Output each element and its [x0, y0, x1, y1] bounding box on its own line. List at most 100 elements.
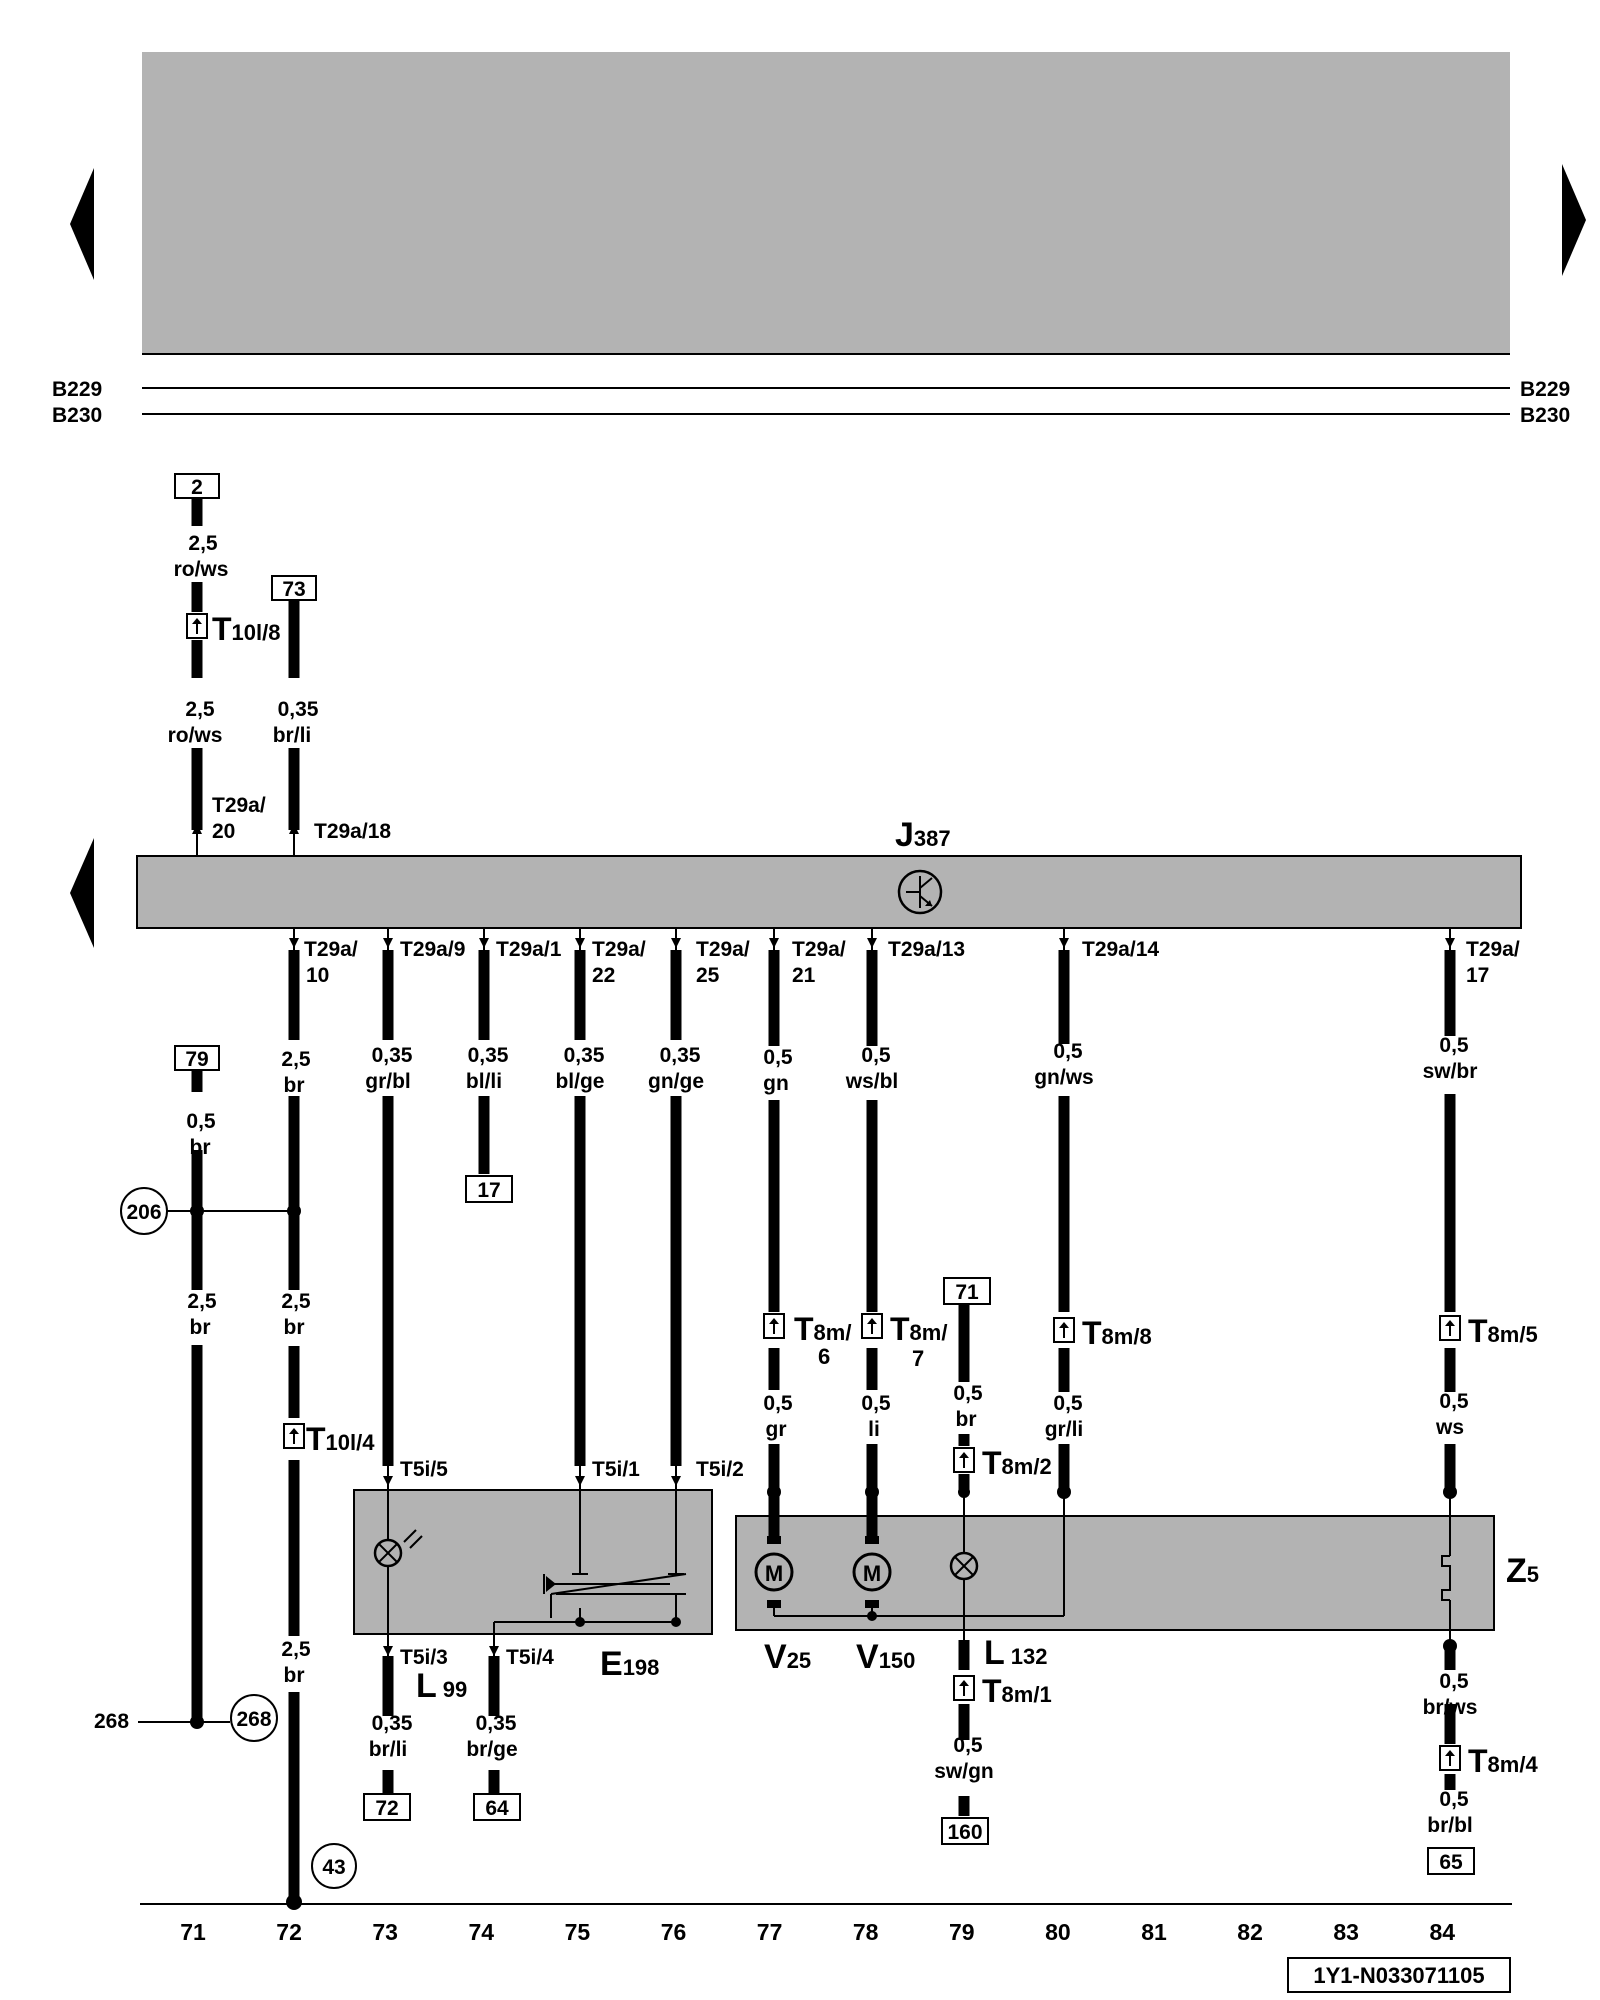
v150-label: V150 — [856, 1638, 915, 1676]
continuation-panel — [142, 52, 1510, 354]
wire-79a-color: br — [956, 1408, 977, 1431]
ground-point-43[interactable]: 43 — [322, 1856, 345, 1879]
connector-t8m7-label: T8m/ — [890, 1311, 947, 1347]
wire-71d-size: 2,5 — [187, 1290, 217, 1313]
wire-80b-color: gr/li — [1045, 1418, 1084, 1441]
wires — [128, 498, 1456, 1902]
wire-78a-color: ws/bl — [845, 1070, 899, 1093]
pin-t5i4-label: T5i/4 — [506, 1646, 554, 1669]
ref-box-73[interactable]: 73 — [282, 578, 305, 601]
connector-t10l8-label: T10l/8 — [212, 611, 280, 647]
connector-t8m8-icon — [1053, 1317, 1075, 1343]
wire-72c-color: br — [284, 1316, 305, 1339]
v25-motor-icon: M — [754, 1492, 794, 1608]
pin-t5i3-label: T5i/3 — [400, 1646, 448, 1669]
ref-box-64[interactable]: 64 — [485, 1797, 509, 1820]
e198-label: E198 — [600, 1645, 659, 1683]
rail-b229-b230: B229 B230 B229 B230 — [52, 378, 1570, 427]
ref-box-72[interactable]: 72 — [375, 1797, 398, 1820]
ref-circle-206[interactable]: 206 — [126, 1201, 161, 1224]
connector-t10l8-icon — [186, 613, 208, 639]
connector-t8m2-icon — [953, 1447, 975, 1473]
wire-72b-size: 2,5 — [281, 1048, 311, 1071]
boxed-ref-frames — [174, 473, 1475, 1875]
next-page-arrow-icon[interactable] — [1562, 164, 1586, 276]
z5-internal-wiring — [773, 1492, 1451, 1646]
connector-t8m1-icon — [953, 1675, 975, 1701]
ref-box-17[interactable]: 17 — [477, 1179, 500, 1202]
wire-79b-size: 0,5 — [953, 1734, 983, 1757]
column-number-77: 77 — [757, 1919, 783, 1945]
wire-71c-size: 0,5 — [186, 1110, 216, 1133]
column-number-79: 79 — [949, 1919, 975, 1945]
column-number-80: 80 — [1045, 1919, 1071, 1945]
wire-78a-size: 0,5 — [861, 1044, 891, 1067]
wire-76a-size: 0,35 — [660, 1044, 701, 1067]
doc-id: 1Y1-N033071105 — [1313, 1963, 1484, 1988]
pin-t29a14-label: T29a/14 — [1082, 938, 1159, 961]
column-number-71: 71 — [180, 1919, 206, 1945]
rail-label-right-b229: B229 — [1520, 378, 1570, 401]
wire-84b-size: 0,5 — [1439, 1390, 1469, 1413]
z5-heated-window-box — [735, 1515, 1495, 1631]
pin-t29a17-label-2: 17 — [1466, 964, 1489, 987]
connector-t8m4-label: T8m/4 — [1468, 1743, 1538, 1779]
column-number-76: 76 — [661, 1919, 687, 1945]
pin-t29a10-label: T29a/ — [304, 938, 358, 961]
ref-box-65[interactable]: 65 — [1439, 1851, 1463, 1874]
pin-t29a18-label: T29a/18 — [314, 820, 391, 843]
pin-t29a20-label: T29a/ — [212, 794, 266, 817]
pin-t5i5-label: T5i/5 — [400, 1458, 448, 1481]
wire-84a-color: sw/br — [1423, 1060, 1478, 1083]
pin-t29a1-label: T29a/1 — [496, 938, 562, 961]
l99-lamp-icon — [373, 1529, 423, 1568]
column-number-84: 84 — [1430, 1919, 1456, 1945]
wire-77a-size: 0,5 — [763, 1046, 793, 1069]
ext-ref-268: 268 — [94, 1710, 129, 1733]
pin-t29a25-label-2: 25 — [696, 964, 720, 987]
pin-t29a21-label-2: 21 — [792, 964, 816, 987]
wire-77b-size: 0,5 — [763, 1392, 793, 1415]
wire-76a-color: gn/ge — [648, 1070, 704, 1093]
pin-t5i2-label: T5i/2 — [696, 1458, 744, 1481]
pin-t29a22-label-2: 22 — [592, 964, 615, 987]
wire-80a-size: 0,5 — [1053, 1040, 1083, 1063]
column-number-74: 74 — [469, 1919, 495, 1945]
v150-motor-symbol: M — [863, 1561, 881, 1586]
connector-t8m6-icon — [763, 1313, 785, 1339]
connector-t8m5-label: T8m/5 — [1468, 1313, 1538, 1349]
ref-box-71[interactable]: 71 — [955, 1281, 979, 1304]
wire-84a-size: 0,5 — [1439, 1034, 1469, 1057]
wire-84b-color: ws — [1435, 1416, 1464, 1439]
prev-page-arrow-icon[interactable] — [70, 168, 94, 280]
ref-box-160[interactable]: 160 — [947, 1821, 982, 1844]
column-number-73: 73 — [372, 1919, 398, 1945]
pin-labels: T29a/ 20 T29a/18 T29a/ 10 T29a/9 T29a/1 … — [212, 794, 1520, 1669]
wire-80a-color: gn/ws — [1034, 1066, 1094, 1089]
connector-t8m1-label: T8m/1 — [982, 1673, 1052, 1709]
ref-circle-268[interactable]: 268 — [236, 1708, 271, 1731]
prev-page-arrow-2-icon[interactable] — [70, 838, 94, 948]
wire-84d-size: 0,5 — [1439, 1788, 1469, 1811]
pin-t29a21-label: T29a/ — [792, 938, 846, 961]
wire-74a-color: bl/li — [466, 1070, 502, 1093]
column-number-75: 75 — [565, 1919, 591, 1945]
wire-72d-color: br — [284, 1664, 305, 1687]
wire-labels: 2,5 ro/ws 2,5 ro/ws 0,35 br/li 0,5 br 2,… — [168, 532, 1478, 1837]
wire-71d-color: br — [190, 1316, 211, 1339]
ref-box-79[interactable]: 79 — [185, 1048, 208, 1071]
wire-73a-size: 0,35 — [372, 1044, 413, 1067]
wire-84c-size: 0,5 — [1439, 1670, 1469, 1693]
v150-motor-icon: M — [852, 1492, 892, 1608]
ref-box-2[interactable]: 2 — [191, 476, 203, 499]
connector-t8m6-label: T8m/ — [794, 1311, 851, 1347]
connector-t8m2-label: T8m/2 — [982, 1445, 1052, 1481]
connector-t8m8-label: T8m/8 — [1082, 1315, 1152, 1351]
connector-t8m6-label-2: 6 — [818, 1344, 830, 1369]
wire-71b-size: 2,5 — [185, 698, 215, 721]
connector-t8m5-icon — [1439, 1315, 1461, 1341]
pin-arrows — [192, 824, 1455, 1656]
